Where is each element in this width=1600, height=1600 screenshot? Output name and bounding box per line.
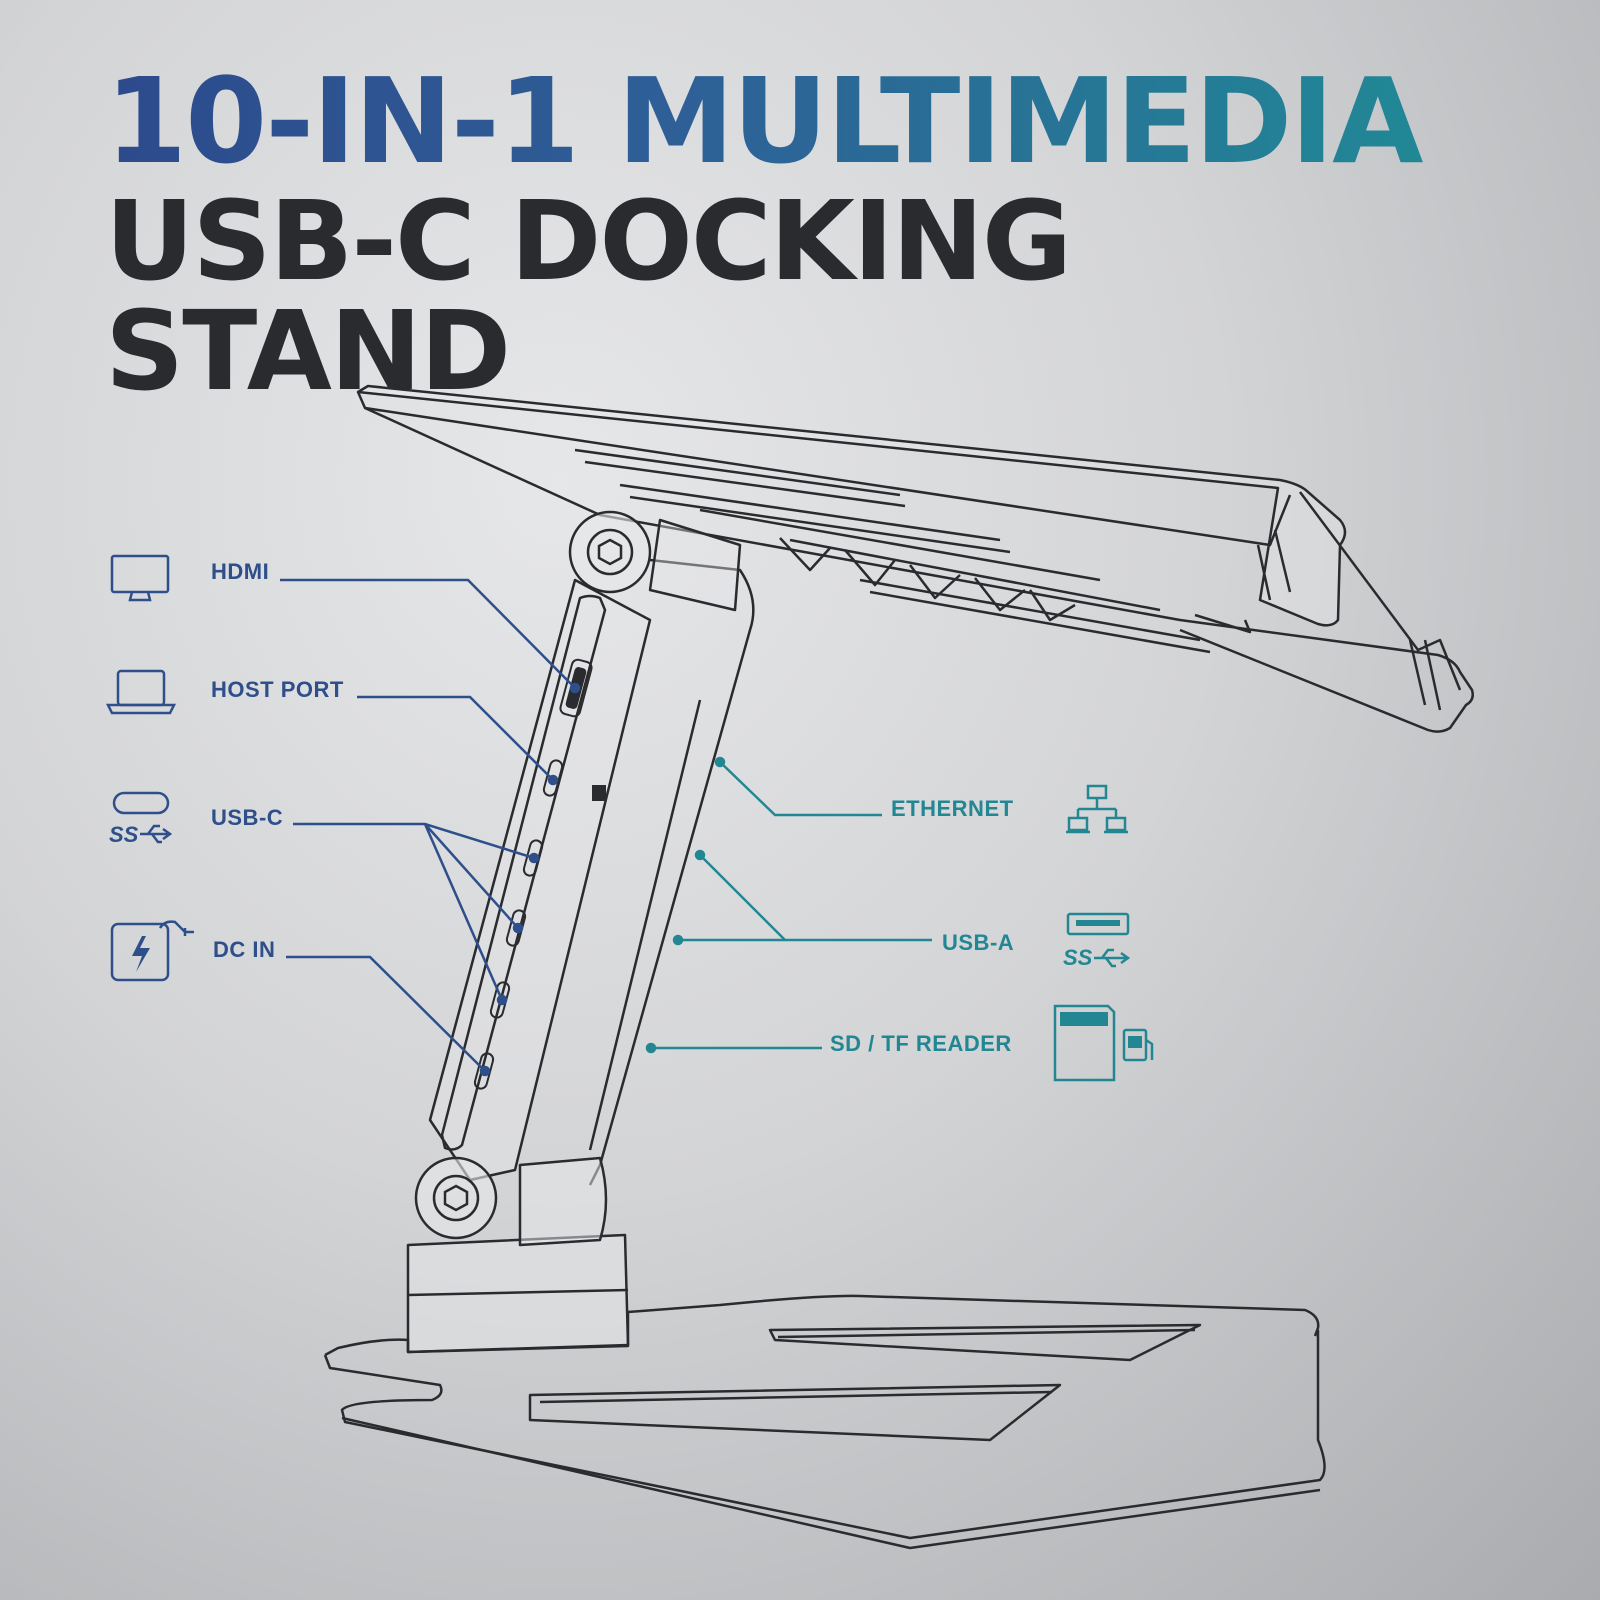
usb-a-callout-line-1 [699,854,932,942]
usb-c-callout-line-1 [293,822,535,860]
hinge-bottom [414,1156,498,1240]
monitor-icon [110,554,170,602]
label-dc-in: DC IN [213,937,276,962]
network-icon [1066,784,1128,834]
laptop-icon [105,669,177,715]
usb-c-ss-icon: SS [109,791,173,847]
stand-arm [428,518,755,1186]
svg-text:SS: SS [109,822,139,847]
host-port-callout-line [357,695,554,781]
headline-line1: 10-IN-1 MULTIMEDIA [105,62,1505,190]
usb-c-callout-line-3 [423,823,504,1001]
label-host-port: HOST PORT [211,677,344,702]
right-callout-lines [645,756,932,1054]
ethernet-callout-line [719,761,882,817]
headline-line2: USB-C DOCKING STAND [105,177,1072,415]
hdmi-callout-line [280,578,576,689]
headline: 10-IN-1 MULTIMEDIA USB-C DOCKING STAND [105,62,1505,406]
svg-text:SS: SS [1063,945,1093,970]
charger-icon [110,920,194,982]
hinge-top [568,510,652,594]
stand-base [323,1156,1326,1550]
laptop-tray [356,384,1474,733]
usb-a-ss-icon: SS [1063,912,1131,970]
label-usb-c: USB-C [211,805,284,830]
label-usb-a: USB-A [942,930,1015,955]
left-callout-lines [280,578,581,1077]
label-sd-tf-reader: SD / TF READER [830,1031,1012,1056]
usb-c-callout-line-2 [424,823,519,929]
sd-tf-card-icon [1053,1004,1154,1082]
label-ethernet: ETHERNET [891,796,1014,821]
dc-in-callout-line [286,955,486,1072]
label-hdmi: HDMI [211,559,270,584]
